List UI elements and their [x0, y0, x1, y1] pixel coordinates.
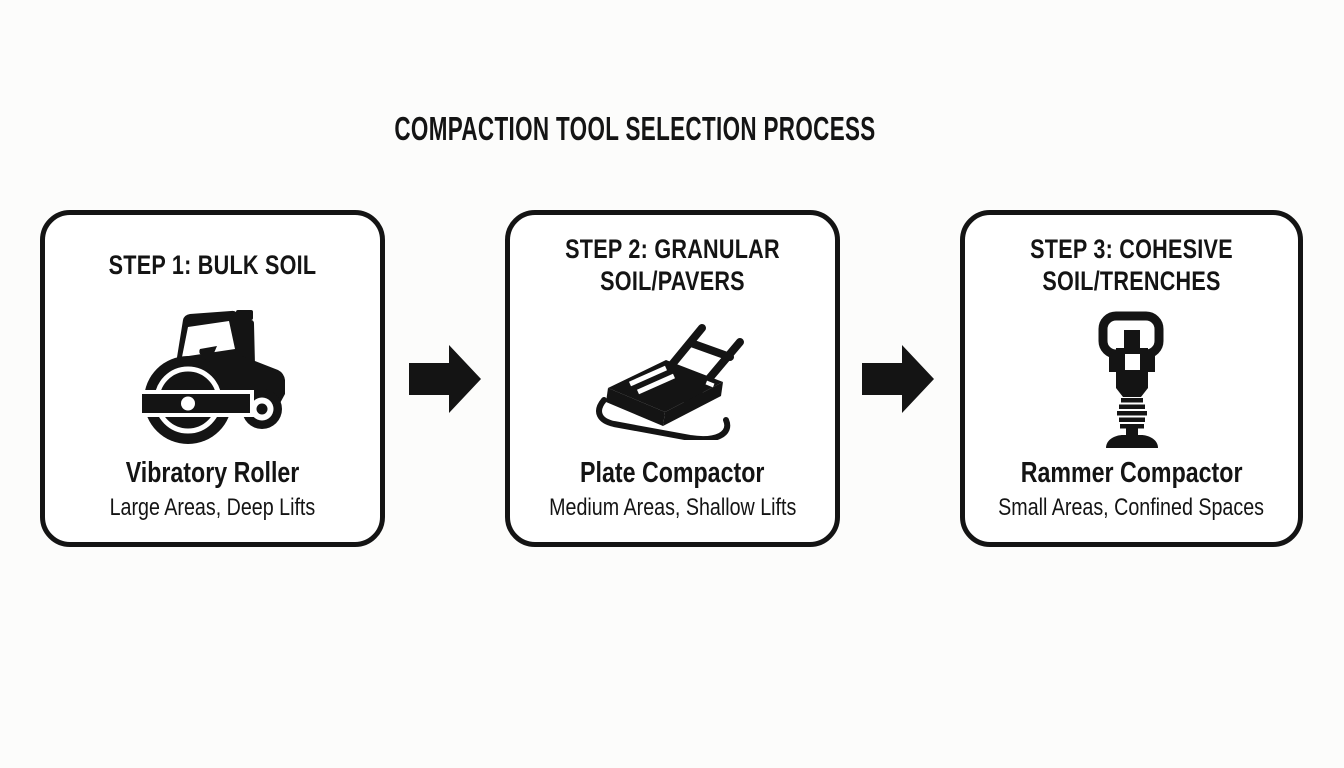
rammer-compactor-icon [1098, 311, 1163, 448]
step-1-heading: STEP 1: BULK SOIL [108, 250, 317, 280]
connector-1 [409, 345, 481, 413]
arrow-right-icon [862, 345, 934, 413]
vibratory-roller-icon [137, 310, 285, 444]
step-2-icon-box [590, 303, 755, 455]
step-card-1: STEP 1: BULK SOIL [40, 210, 385, 547]
step-2-description: Medium Areas, Shallow Lifts [548, 494, 797, 521]
step-1-icon-box [137, 303, 288, 455]
step-2-heading: STEP 2: GRANULAR SOIL/PAVERS [565, 234, 780, 296]
step-3-heading: STEP 3: COHESIVE SOIL/TRENCHES [1030, 234, 1233, 296]
page-title: COMPACTION TOOL SELECTION PROCESS [394, 110, 876, 147]
step-1-tool-name: Vibratory Roller [125, 457, 300, 489]
step-3-description: Small Areas, Confined Spaces [998, 494, 1265, 521]
step-1-description: Large Areas, Deep Lifts [109, 494, 316, 521]
step-3-tool-name: Rammer Compactor [1020, 457, 1243, 489]
plate-compactor-icon [596, 324, 744, 440]
step-card-3: STEP 3: COHESIVE SOIL/TRENCHES [960, 210, 1303, 547]
arrow-right-icon [409, 345, 481, 413]
connector-2 [862, 345, 934, 413]
step-card-2: STEP 2: GRANULAR SOIL/PAVERS Plate Co [505, 210, 840, 547]
step-2-tool-name: Plate Compactor [580, 457, 765, 489]
step-3-icon-box [1080, 303, 1184, 455]
